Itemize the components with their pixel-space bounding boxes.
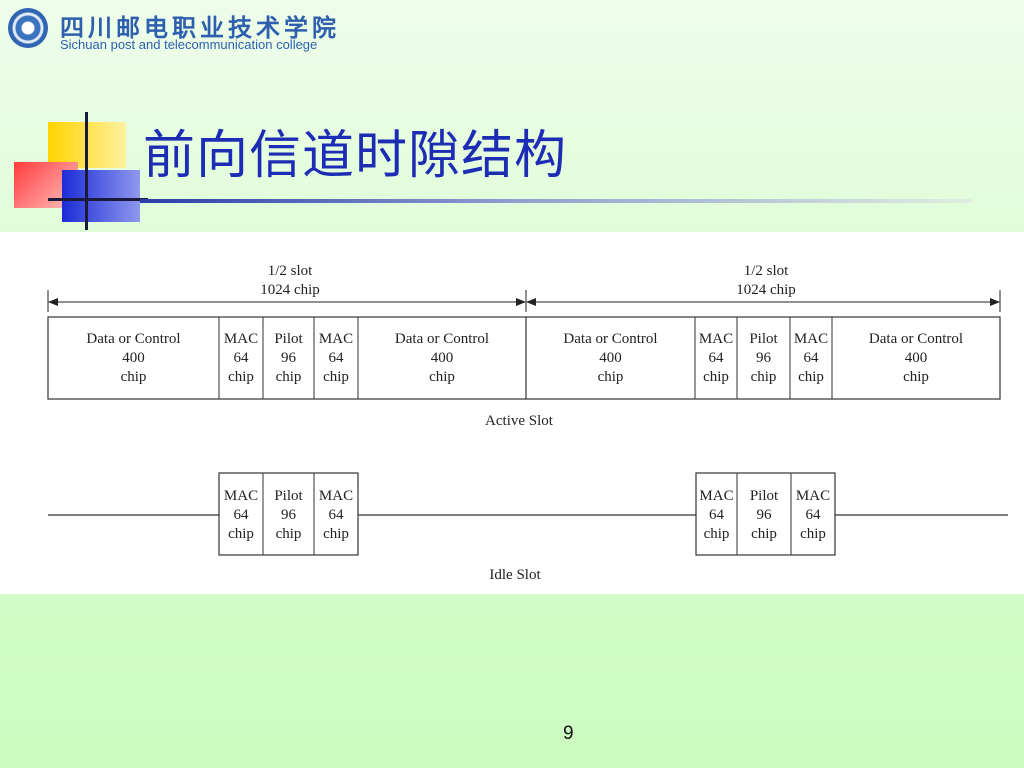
slide-title: 前向信道时隙结构 — [143, 126, 568, 186]
active-field-label: MAC — [224, 331, 258, 347]
idle-field-label: MAC — [699, 488, 733, 504]
idle-field-label: 96 — [757, 507, 773, 523]
active-field-label: 400 — [431, 350, 454, 366]
active-field-label: 400 — [905, 350, 928, 366]
active-field-label: 64 — [234, 350, 250, 366]
half-slot-label: 1/2 slot — [268, 263, 313, 279]
active-field-label: 96 — [281, 350, 297, 366]
idle-field-label: chip — [276, 526, 302, 542]
active-field-label: chip — [903, 369, 929, 385]
active-field-label: chip — [276, 369, 302, 385]
idle-field-label: Pilot — [750, 488, 779, 504]
half-slot-chip-label: 1024 chip — [736, 282, 796, 298]
college-name-english: Sichuan post and telecommunication colle… — [60, 37, 318, 52]
decor-horizontal-line — [48, 198, 148, 201]
idle-field-label: MAC — [796, 488, 830, 504]
active-field-label: MAC — [319, 331, 353, 347]
active-field-label: 400 — [122, 350, 145, 366]
idle-slot-caption: Idle Slot — [489, 567, 541, 583]
college-name-chinese: 四川邮电职业技术学院 — [60, 13, 340, 42]
active-field-label: chip — [703, 369, 729, 385]
decor-vertical-line — [85, 112, 88, 230]
active-field-label: MAC — [699, 331, 733, 347]
half-slot-chip-label: 1024 chip — [260, 282, 320, 298]
active-field-label: Data or Control — [395, 331, 489, 347]
idle-field-label: 64 — [329, 507, 345, 523]
page-number: 9 — [563, 723, 574, 744]
active-field-label: 64 — [709, 350, 725, 366]
idle-field-label: chip — [323, 526, 349, 542]
active-field-label: Data or Control — [869, 331, 963, 347]
active-field-label: chip — [323, 369, 349, 385]
active-field-label: 64 — [329, 350, 345, 366]
idle-burst-frame — [695, 472, 836, 556]
active-field-label: chip — [751, 369, 777, 385]
active-field-label: Data or Control — [86, 331, 180, 347]
idle-burst-frame — [218, 472, 359, 556]
college-logo-block: 四川邮电职业技术学院 Sichuan post and telecommunic… — [8, 6, 398, 52]
college-seal-icon — [8, 8, 48, 48]
idle-field-label: 64 — [806, 507, 822, 523]
active-field-label: chip — [228, 369, 254, 385]
active-slot-frame — [47, 316, 1001, 400]
idle-field-label: 64 — [709, 507, 725, 523]
idle-field-label: chip — [228, 526, 254, 542]
idle-field-label: chip — [751, 526, 777, 542]
active-slot-caption: Active Slot — [485, 413, 554, 429]
active-field-label: chip — [598, 369, 624, 385]
idle-field-label: MAC — [224, 488, 258, 504]
decor-blue-square — [62, 170, 140, 222]
active-field-label: Data or Control — [563, 331, 657, 347]
active-field-label: chip — [429, 369, 455, 385]
active-field-label: 96 — [756, 350, 772, 366]
active-field-label: 64 — [804, 350, 820, 366]
idle-field-label: MAC — [319, 488, 353, 504]
idle-field-label: 96 — [281, 507, 297, 523]
active-field-label: Pilot — [749, 331, 778, 347]
active-field-label: chip — [798, 369, 824, 385]
idle-field-label: Pilot — [274, 488, 303, 504]
half-slot-label: 1/2 slot — [744, 263, 789, 279]
title-underline — [140, 199, 972, 203]
active-field-label: Pilot — [274, 331, 303, 347]
slot-structure-svg: 1/2 slot 1024 chip 1/2 slot 1024 chip Data … — [47, 263, 1008, 583]
active-field-label: chip — [121, 369, 147, 385]
slot-structure-diagram: 1/2 slot 1024 chip 1/2 slot 1024 chip Data … — [0, 232, 1024, 594]
active-field-label: 400 — [599, 350, 622, 366]
idle-field-label: chip — [704, 526, 730, 542]
idle-field-label: 64 — [234, 507, 250, 523]
idle-field-label: chip — [800, 526, 826, 542]
active-field-label: MAC — [794, 331, 828, 347]
